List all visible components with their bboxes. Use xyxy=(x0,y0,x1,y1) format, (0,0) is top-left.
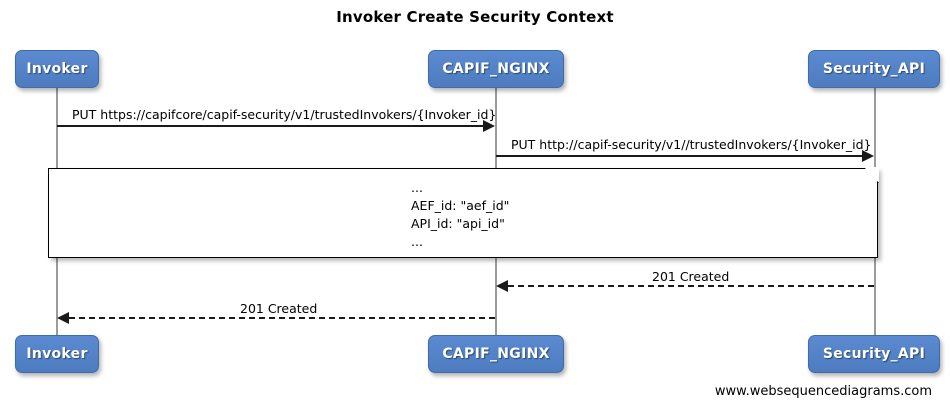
participant-security-api-bottom-label: Security_API xyxy=(822,346,926,362)
participant-invoker-bottom-label: Invoker xyxy=(26,346,88,362)
diagram-title: Invoker Create Security Context xyxy=(336,8,614,26)
message-1-label: PUT https://capifcore/capif-security/v1/… xyxy=(72,107,497,122)
message-3-label: 201 Created xyxy=(652,269,730,284)
message-4-line xyxy=(69,317,495,319)
participant-capif-nginx-top-label: CAPIF_NGINX xyxy=(442,61,550,77)
participant-capif-nginx-bottom[interactable]: CAPIF_NGINX xyxy=(428,335,564,373)
message-2-line xyxy=(496,155,862,157)
note-text: ... AEF_id: "aef_id" API_id: "api_id" ..… xyxy=(411,180,510,249)
message-4-arrowhead-icon xyxy=(57,312,69,324)
participant-security-api-top[interactable]: Security_API xyxy=(808,50,940,88)
participant-capif-nginx-bottom-label: CAPIF_NGINX xyxy=(442,346,550,362)
participant-invoker-bottom[interactable]: Invoker xyxy=(15,335,99,373)
message-4-label: 201 Created xyxy=(240,301,318,316)
participant-invoker-top[interactable]: Invoker xyxy=(15,50,99,88)
participant-capif-nginx-top[interactable]: CAPIF_NGINX xyxy=(428,50,564,88)
participant-security-api-top-label: Security_API xyxy=(822,61,926,77)
message-2-arrowhead-icon xyxy=(862,150,874,162)
participant-invoker-top-label: Invoker xyxy=(26,61,88,77)
watermark-footer: www.websequencediagrams.com xyxy=(714,384,932,399)
participant-security-api-bottom[interactable]: Security_API xyxy=(808,335,940,373)
message-3-line xyxy=(508,285,874,287)
message-2-label: PUT http://capif-security/v1//trustedInv… xyxy=(511,137,872,152)
message-3-arrowhead-icon xyxy=(496,280,508,292)
message-1-arrowhead-icon xyxy=(483,120,495,132)
note-fold-corner-icon xyxy=(864,167,879,183)
message-1-line xyxy=(57,125,483,127)
note-box: ... AEF_id: "aef_id" API_id: "api_id" ..… xyxy=(48,167,879,258)
